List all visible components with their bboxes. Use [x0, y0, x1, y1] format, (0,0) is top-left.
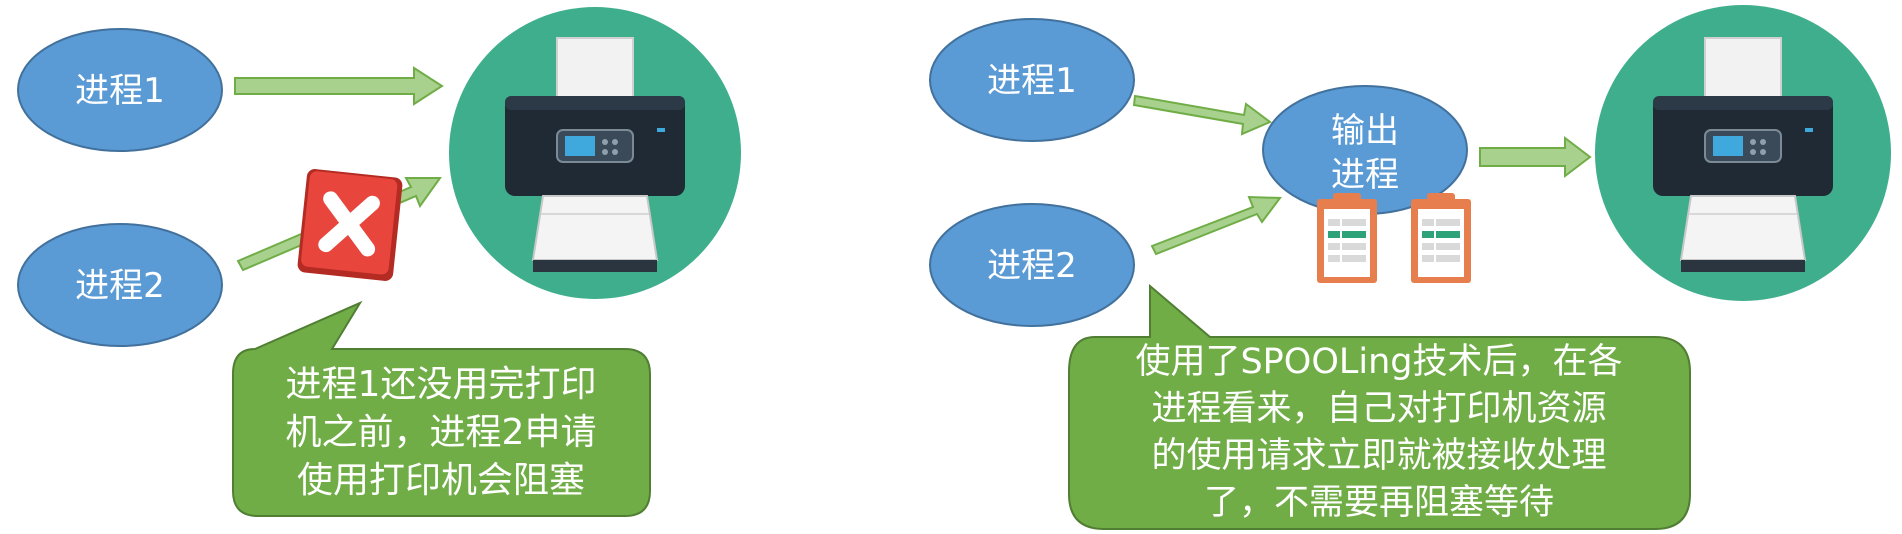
left-panel: 进程1 进程2 进程1还没用完打印 机之前，进程2申请 使用打印机会阻 — [17, 7, 741, 517]
left-process2-label: 进程2 — [75, 266, 165, 306]
right-printer-icon — [1595, 5, 1891, 301]
right-callout: 使用了SPOOLing技术后，在各 进程看来，自己对打印机资源 的使用请求立即就… — [1068, 283, 1691, 530]
left-callout: 进程1还没用完打印 机之前，进程2申请 使用打印机会阻塞 — [232, 300, 651, 517]
right-callout-line-4: 了，不需要再阻塞等待 — [1204, 483, 1554, 523]
output-process-line-1: 输出 — [1331, 111, 1399, 151]
red-x-block-icon — [297, 169, 403, 281]
right-callout-line-3: 的使用请求立即就被接收处理 — [1151, 436, 1606, 476]
right-process2-label: 进程2 — [987, 246, 1077, 286]
left-callout-line-3: 使用打印机会阻塞 — [297, 460, 585, 501]
output-process-node: 输出 进程 — [1262, 85, 1468, 215]
clipboard-list-icon — [1316, 192, 1378, 284]
left-process1-node: 进程1 — [17, 28, 223, 152]
right-panel: 进程1 进程2 输出 进程 — [929, 5, 1891, 530]
right-arrow-process1-to-output — [1132, 94, 1272, 136]
right-process1-node: 进程1 — [929, 18, 1135, 142]
output-process-line-2: 进程 — [1331, 155, 1399, 195]
clipboard-list-icon — [1410, 192, 1472, 284]
right-process2-node: 进程2 — [929, 203, 1135, 327]
left-arrow-process1-to-printer — [234, 66, 444, 106]
right-callout-line-2: 进程看来，自己对打印机资源 — [1151, 389, 1606, 429]
left-process2-node: 进程2 — [17, 223, 223, 347]
left-process1-label: 进程1 — [75, 71, 165, 111]
right-process1-label: 进程1 — [987, 61, 1077, 101]
right-arrow-process2-to-output — [1150, 195, 1282, 256]
left-callout-line-1: 进程1还没用完打印 — [286, 364, 597, 405]
right-callout-line-1: 使用了SPOOLing技术后，在各 — [1135, 342, 1622, 382]
left-printer-icon — [449, 7, 741, 299]
right-arrow-output-to-printer — [1479, 135, 1592, 179]
left-callout-line-2: 机之前，进程2申请 — [286, 412, 597, 453]
